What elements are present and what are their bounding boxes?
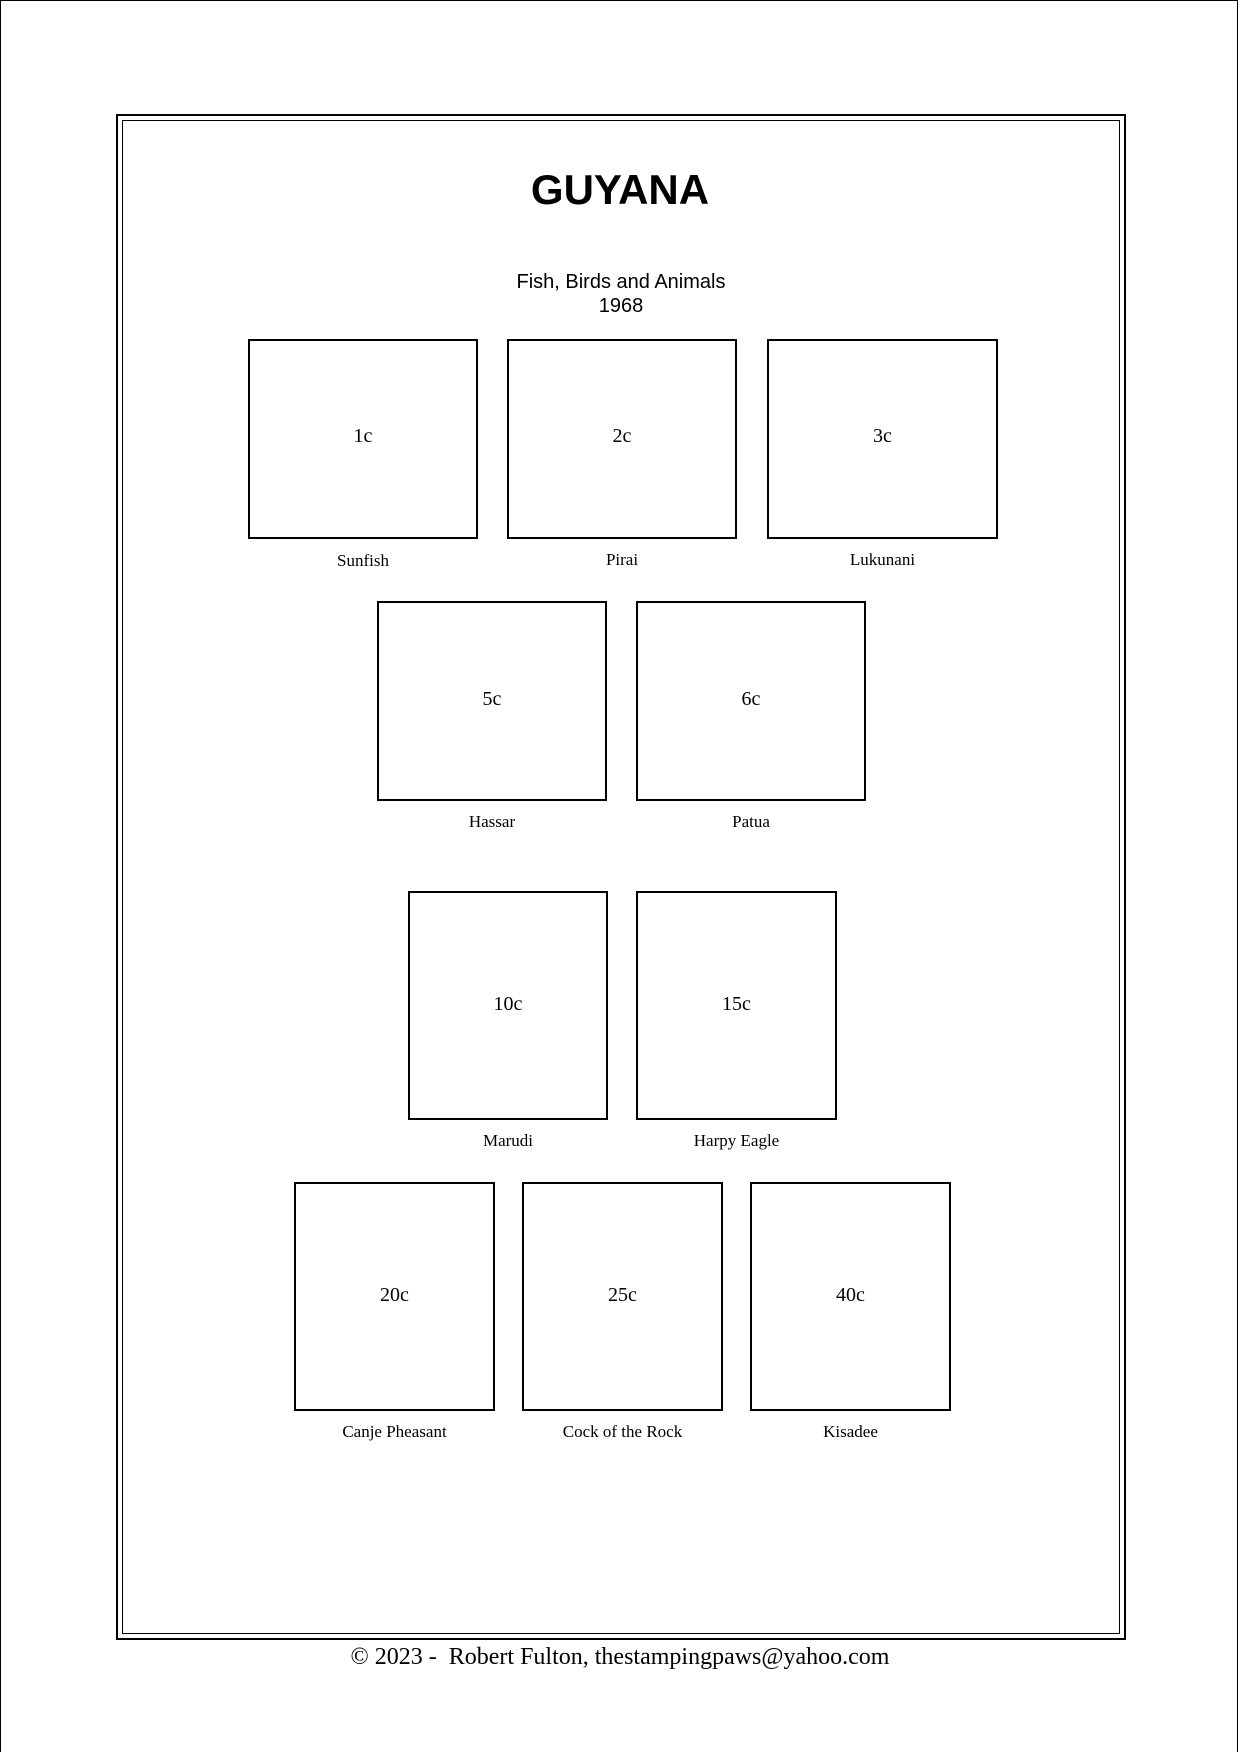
stamp-value: 5c [482, 688, 502, 710]
stamp-space-40c: 40c [750, 1182, 951, 1411]
stamp-value: 40c [836, 1284, 865, 1306]
stamp-value: 1c [353, 425, 373, 447]
stamp-value: 3c [873, 425, 892, 447]
stamp-value: 2c [612, 425, 632, 447]
stamp-caption-kisadee: Kisadee [823, 1422, 878, 1441]
album-page-frame-outer [116, 114, 1126, 1640]
stamp-space-25c: 25c [522, 1182, 723, 1411]
stamp-value: 6c [741, 688, 761, 710]
stamp-value: 15c [722, 993, 751, 1015]
stamp-space-3c: 3c [767, 339, 998, 539]
album-page-frame-inner [122, 120, 1120, 1634]
copyright-footer: © 2023 - Robert Fulton, thestampingpaws@… [350, 1644, 890, 1670]
stamp-caption-cock-of-the-rock: Cock of the Rock [562, 1422, 683, 1441]
stamp-space-10c: 10c [408, 891, 608, 1120]
stamp-value: 10c [493, 993, 523, 1015]
set-heading: Fish, Birds and Animals 1968 [0, 270, 1240, 318]
stamp-caption-sunfish: Sunfish [337, 551, 389, 570]
stamp-caption-harpy-eagle: Harpy Eagle [693, 1131, 780, 1150]
stamp-space-15c: 15c [636, 891, 837, 1120]
stamp-space-5c: 5c [377, 601, 607, 801]
stamp-caption-canje-pheasant: Canje Pheasant [342, 1422, 447, 1441]
stamp-value: 20c [380, 1284, 409, 1306]
stamp-caption-pirai: Pirai [605, 550, 639, 569]
stamp-caption-marudi: Marudi [482, 1131, 534, 1150]
page-title: GUYANA [530, 166, 710, 213]
stamp-value: 25c [608, 1284, 637, 1306]
stamp-caption-hassar: Hassar [468, 812, 516, 831]
stamp-caption-patua: Patua [732, 812, 770, 831]
stamp-space-6c: 6c [636, 601, 866, 801]
stamp-space-20c: 20c [294, 1182, 495, 1411]
stamp-space-2c: 2c [507, 339, 737, 539]
set-year: 1968 [598, 295, 644, 317]
stamp-space-1c: 1c [248, 339, 478, 539]
stamp-caption-lukunani: Lukunani [849, 550, 916, 569]
set-title: Fish, Birds and Animals [516, 271, 726, 293]
